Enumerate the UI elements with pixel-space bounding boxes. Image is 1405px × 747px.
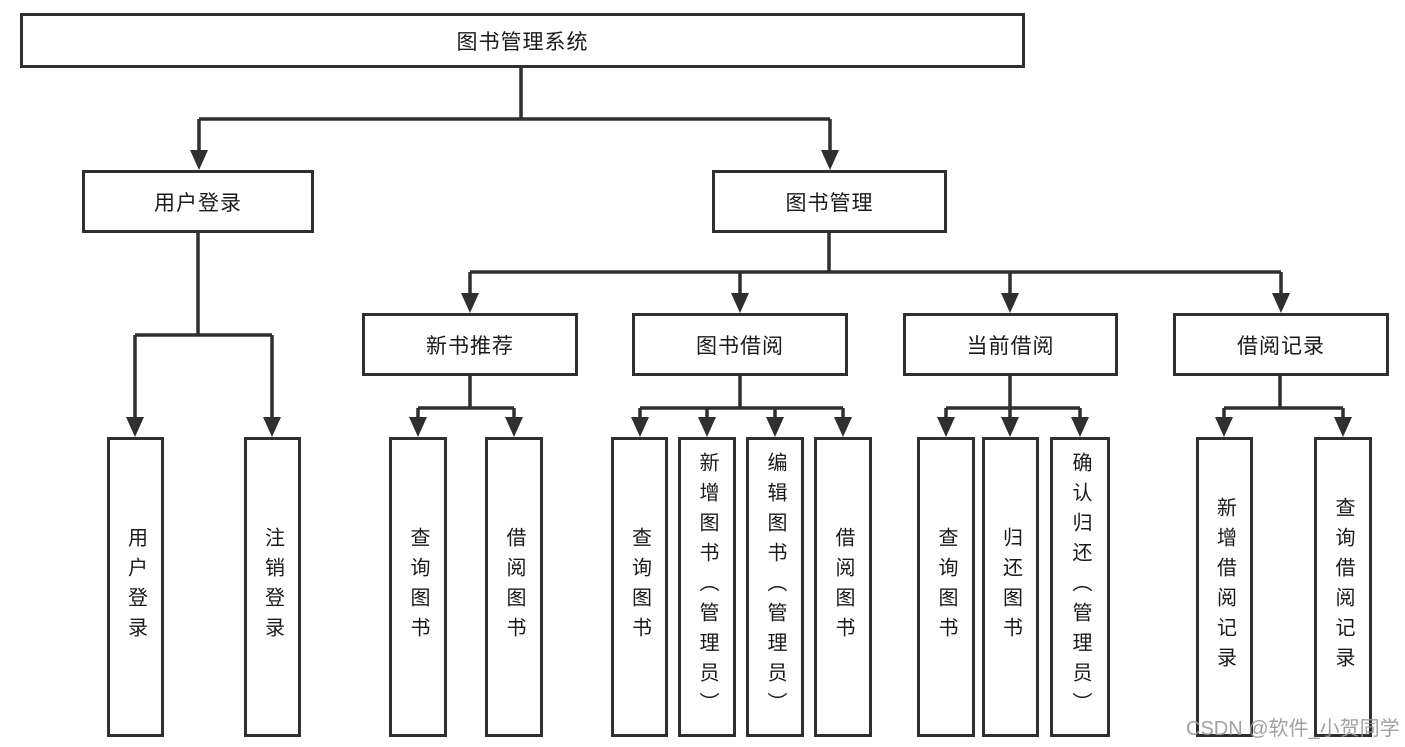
node-user-login: 用户登录 — [82, 170, 314, 233]
tree-edges — [133, 68, 1345, 423]
node-label: 用户登录 — [154, 191, 242, 215]
leaf-borrowing-query-books: 查询图书 — [611, 437, 668, 737]
leaf-borrowing-add-books-admin: 新增图书（管理员） — [678, 437, 736, 737]
node-label: 图书管理系统 — [456, 30, 589, 54]
node-label: 归还图书 — [999, 527, 1022, 647]
leaf-recommend-query-books: 查询图书 — [389, 437, 447, 737]
node-label: 查询图书 — [935, 527, 957, 647]
node-label: 借阅图书 — [503, 527, 525, 647]
leaf-borrowing-edit-books-admin: 编辑图书（管理员） — [746, 437, 804, 737]
leaf-current-return-books: 归还图书 — [982, 437, 1039, 737]
leaf-current-confirm-return-admin: 确认归还（管理员） — [1050, 437, 1110, 737]
leaf-records-query-borrow-record: 查询借阅记录 — [1314, 437, 1372, 737]
node-label: 图书借阅 — [696, 334, 784, 358]
leaf-current-query-books: 查询图书 — [917, 437, 975, 737]
node-label: 编辑图书（管理员） — [764, 452, 786, 722]
leaf-logout: 注销登录 — [244, 437, 301, 737]
node-label: 借阅记录 — [1237, 334, 1325, 358]
node-label: 查询图书 — [628, 527, 651, 647]
node-label: 确认归还（管理员） — [1069, 452, 1091, 722]
node-current-borrowing: 当前借阅 — [903, 313, 1118, 376]
csdn-watermark: CSDN @软件_小贺同学 — [1186, 718, 1400, 740]
node-label: 新增借阅记录 — [1213, 497, 1236, 677]
node-label: 注销登录 — [261, 527, 284, 647]
node-label: 用户登录 — [124, 527, 147, 647]
node-book-management: 图书管理 — [712, 170, 947, 233]
node-library-management-system: 图书管理系统 — [20, 13, 1025, 68]
node-label: 新增图书（管理员） — [696, 452, 718, 722]
node-label: 查询图书 — [407, 527, 429, 647]
node-label: 查询借阅记录 — [1332, 497, 1354, 677]
leaf-recommend-borrow-books: 借阅图书 — [485, 437, 543, 737]
node-label: 图书管理 — [785, 191, 874, 215]
node-borrowing-records: 借阅记录 — [1173, 313, 1389, 376]
node-label: 借阅图书 — [832, 527, 854, 647]
node-label: 当前借阅 — [966, 334, 1055, 358]
leaf-user-login: 用户登录 — [107, 437, 164, 737]
node-label: 新书推荐 — [426, 334, 514, 358]
node-new-book-recommendation: 新书推荐 — [362, 313, 578, 376]
leaf-records-add-borrow-record: 新增借阅记录 — [1196, 437, 1253, 737]
arrowhead-icons — [126, 150, 1352, 437]
leaf-borrowing-borrow-books: 借阅图书 — [814, 437, 872, 737]
node-book-borrowing: 图书借阅 — [632, 313, 848, 376]
